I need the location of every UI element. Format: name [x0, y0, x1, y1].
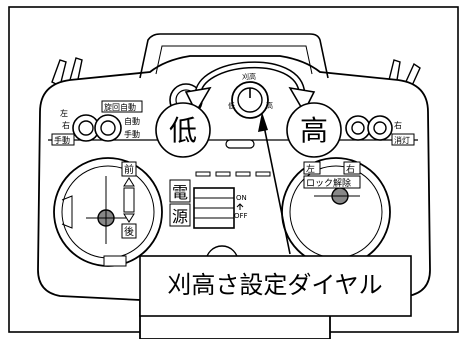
- dial-caption-box: [139, 255, 412, 317]
- top-handle-inner: [155, 45, 313, 75]
- power-label-bottom: 源: [172, 207, 188, 226]
- back-arrow-icon: [123, 213, 135, 223]
- high-callout-text: 高: [300, 114, 328, 147]
- power-label-bottom-box: [169, 203, 191, 227]
- power-label-top-box: [169, 179, 191, 203]
- top-handle: [139, 33, 329, 79]
- trim-lever-left[interactable]: [103, 255, 127, 267]
- forward-label-box: [121, 161, 137, 177]
- back-label: 後: [124, 225, 134, 238]
- forward-arrow-icon: [123, 177, 135, 187]
- auto-label: 自動: [124, 116, 140, 126]
- left-sw-label-left: 左: [60, 108, 68, 118]
- power-label-top: 電: [172, 183, 188, 202]
- back-label-box: [121, 223, 137, 239]
- left-sw-label-right: 右: [62, 120, 70, 130]
- indicator-lights: [195, 171, 271, 177]
- power-toggle-arrow-icon: [236, 203, 244, 210]
- cutting-height-dial[interactable]: [231, 81, 269, 119]
- low-callout-circle: [155, 102, 211, 158]
- right-toggle-2[interactable]: [367, 115, 393, 141]
- dial-high-label: 高: [266, 101, 273, 110]
- right-sw-label-a: 右: [394, 120, 402, 130]
- manual-tag-label: 手動: [54, 135, 70, 145]
- arrowhead-left: [184, 86, 212, 114]
- auto-manual-label: 手動: [124, 129, 140, 139]
- right-toggle-1[interactable]: [345, 115, 371, 141]
- low-callout-text: 低: [169, 114, 197, 147]
- right-stick-left-box: [303, 161, 321, 175]
- pointer-line: [263, 125, 291, 255]
- manual-tag: [51, 133, 75, 146]
- right-stick-right-label: 右: [346, 163, 355, 175]
- dial-low-label: 低: [228, 101, 235, 110]
- dial-caption: 刈高さ設定ダイヤル: [167, 271, 382, 299]
- left-stick-slot: [123, 187, 135, 213]
- right-stick-right-box: [343, 161, 361, 175]
- pointer-arrowhead: [258, 112, 268, 132]
- light-off-label: 消灯: [394, 135, 410, 145]
- power-off-label: OFF: [234, 212, 248, 220]
- auto-turn-label: 旋回自動: [104, 102, 136, 112]
- right-stick-gimbal[interactable]: [281, 157, 391, 267]
- forward-label: 前: [124, 163, 134, 176]
- center-slot: [225, 139, 255, 149]
- auto-turn-tag: [101, 100, 143, 113]
- right-stick-left-label: 左: [306, 163, 315, 175]
- rotation-arrow-inner: [195, 62, 304, 97]
- left-toggle-2[interactable]: [94, 114, 122, 142]
- dial-top-label: 刈高: [242, 72, 256, 81]
- lock-release-box: [303, 175, 361, 189]
- light-off-tag: [391, 133, 415, 146]
- left-stick-gimbal[interactable]: [53, 157, 163, 267]
- high-callout-circle: [286, 102, 342, 158]
- power-on-label: ON: [236, 194, 247, 202]
- power-switch[interactable]: [193, 187, 235, 229]
- lock-release-label: ロック解除: [306, 177, 351, 189]
- arrowhead-right: [288, 86, 316, 114]
